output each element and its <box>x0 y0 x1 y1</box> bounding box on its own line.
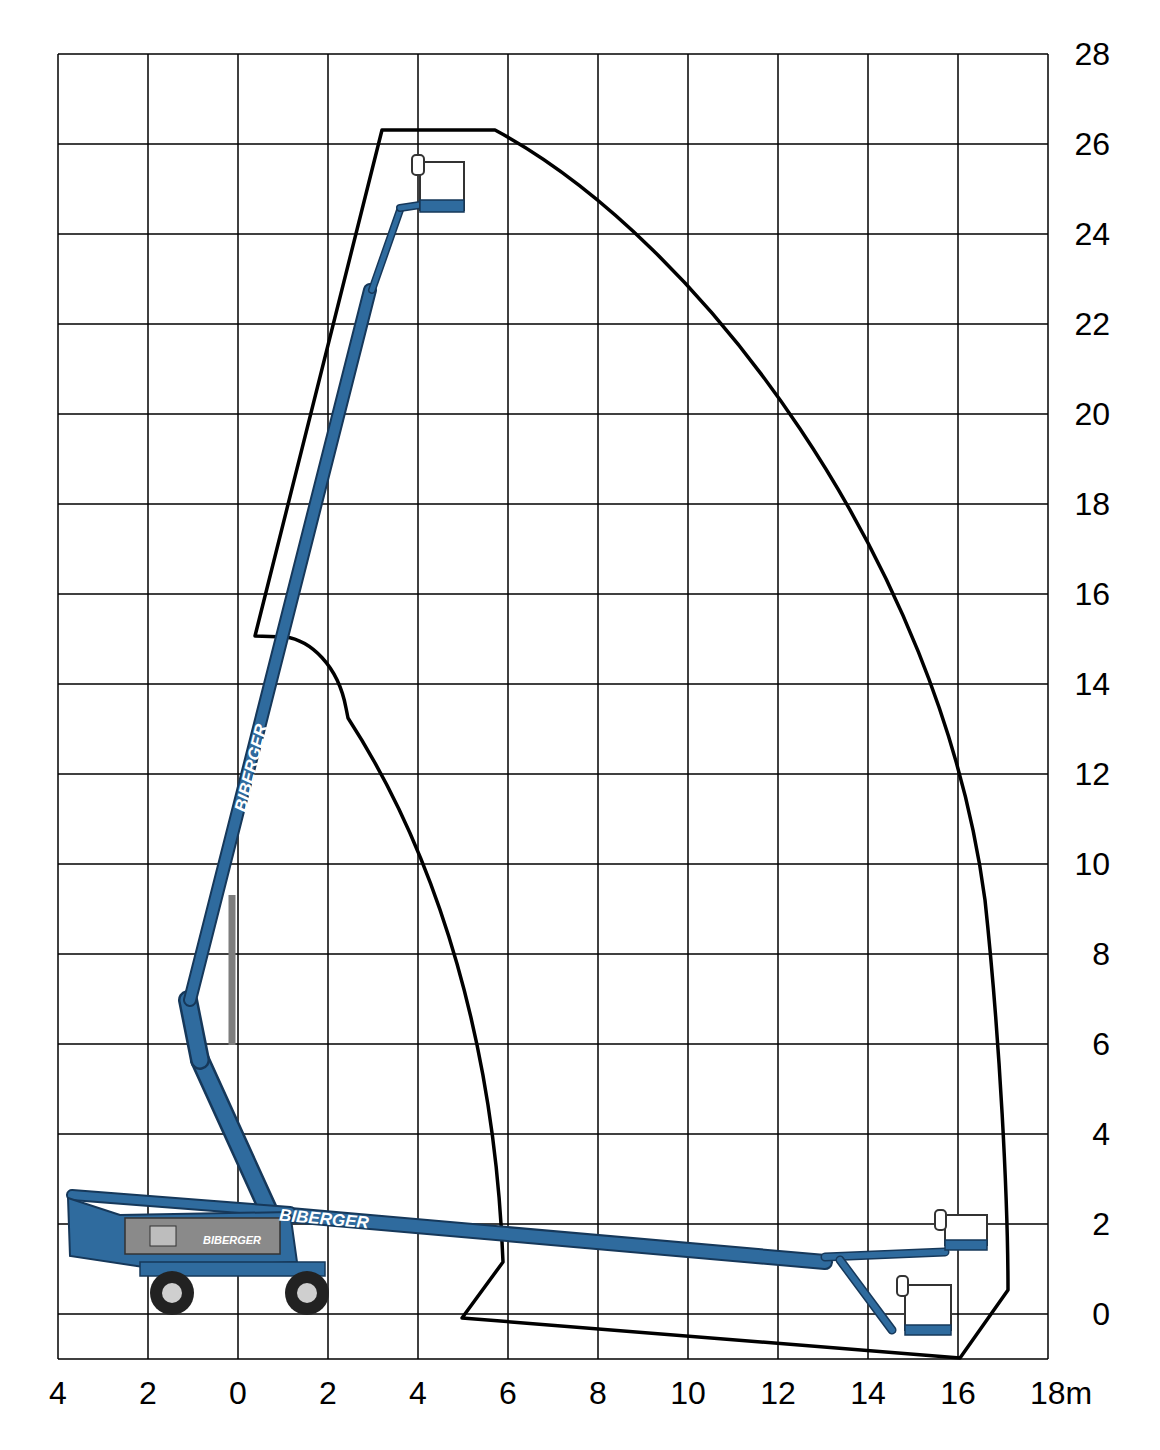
lift-raised <box>188 155 464 1225</box>
grid-line <box>777 54 779 1359</box>
grid-line <box>1047 54 1049 1359</box>
height-tick-label: 4 <box>1092 1118 1110 1150</box>
grid-line <box>58 53 1048 55</box>
reach-tick-label: 18m <box>1030 1377 1092 1409</box>
grid-line <box>597 54 599 1359</box>
height-tick-label: 14 <box>1074 668 1110 700</box>
grid-line <box>417 54 419 1359</box>
height-tick-label: 22 <box>1074 308 1110 340</box>
reach-tick-label: 8 <box>589 1377 607 1409</box>
height-tick-label: 26 <box>1074 128 1110 160</box>
brand-name: BIBERGER <box>279 1207 370 1232</box>
reach-tick-label: 12 <box>760 1377 796 1409</box>
height-tick-label: 0 <box>1092 1298 1110 1330</box>
grid-line <box>147 54 149 1359</box>
height-tick-label: 28 <box>1074 38 1110 70</box>
height-tick-label: 16 <box>1074 578 1110 610</box>
brand-name: BIBERGER <box>232 722 270 813</box>
grid-line <box>58 863 1048 865</box>
height-tick-label: 10 <box>1074 848 1110 880</box>
grid-line <box>57 54 59 1359</box>
reach-tick-label: 4 <box>409 1377 427 1409</box>
grid-line <box>327 54 329 1359</box>
grid-line <box>58 593 1048 595</box>
reach-tick-label: 0 <box>229 1377 247 1409</box>
reach-tick-label: 14 <box>850 1377 886 1409</box>
height-tick-label: 12 <box>1074 758 1110 790</box>
reach-tick-label: 6 <box>499 1377 517 1409</box>
reach-tick-label: 16 <box>940 1377 976 1409</box>
grid-line <box>507 54 509 1359</box>
grid <box>58 54 1048 1359</box>
grid-line <box>58 413 1048 415</box>
reach-tick-label: 10 <box>670 1377 706 1409</box>
reach-tick-label: 4 <box>49 1377 67 1409</box>
grid-line <box>58 1358 1048 1360</box>
grid-line <box>58 233 1048 235</box>
height-tick-label: 6 <box>1092 1028 1110 1060</box>
height-tick-label: 20 <box>1074 398 1110 430</box>
grid-line <box>58 773 1048 775</box>
grid-line <box>58 143 1048 145</box>
lift-lowered <box>290 1210 987 1335</box>
height-tick-label: 18 <box>1074 488 1110 520</box>
height-tick-label: 2 <box>1092 1208 1110 1240</box>
grid-line <box>58 683 1048 685</box>
grid-line <box>58 323 1048 325</box>
grid-line <box>867 54 869 1359</box>
height-tick-label: 24 <box>1074 218 1110 250</box>
reach-tick-label: 2 <box>139 1377 157 1409</box>
grid-line <box>957 54 959 1359</box>
height-tick-label: 8 <box>1092 938 1110 970</box>
grid-line <box>687 54 689 1359</box>
grid-line <box>58 503 1048 505</box>
grid-line <box>58 1133 1048 1135</box>
brand-name: BIBERGER <box>203 1235 261 1246</box>
reach-tick-label: 2 <box>319 1377 337 1409</box>
grid-line <box>58 1313 1048 1315</box>
